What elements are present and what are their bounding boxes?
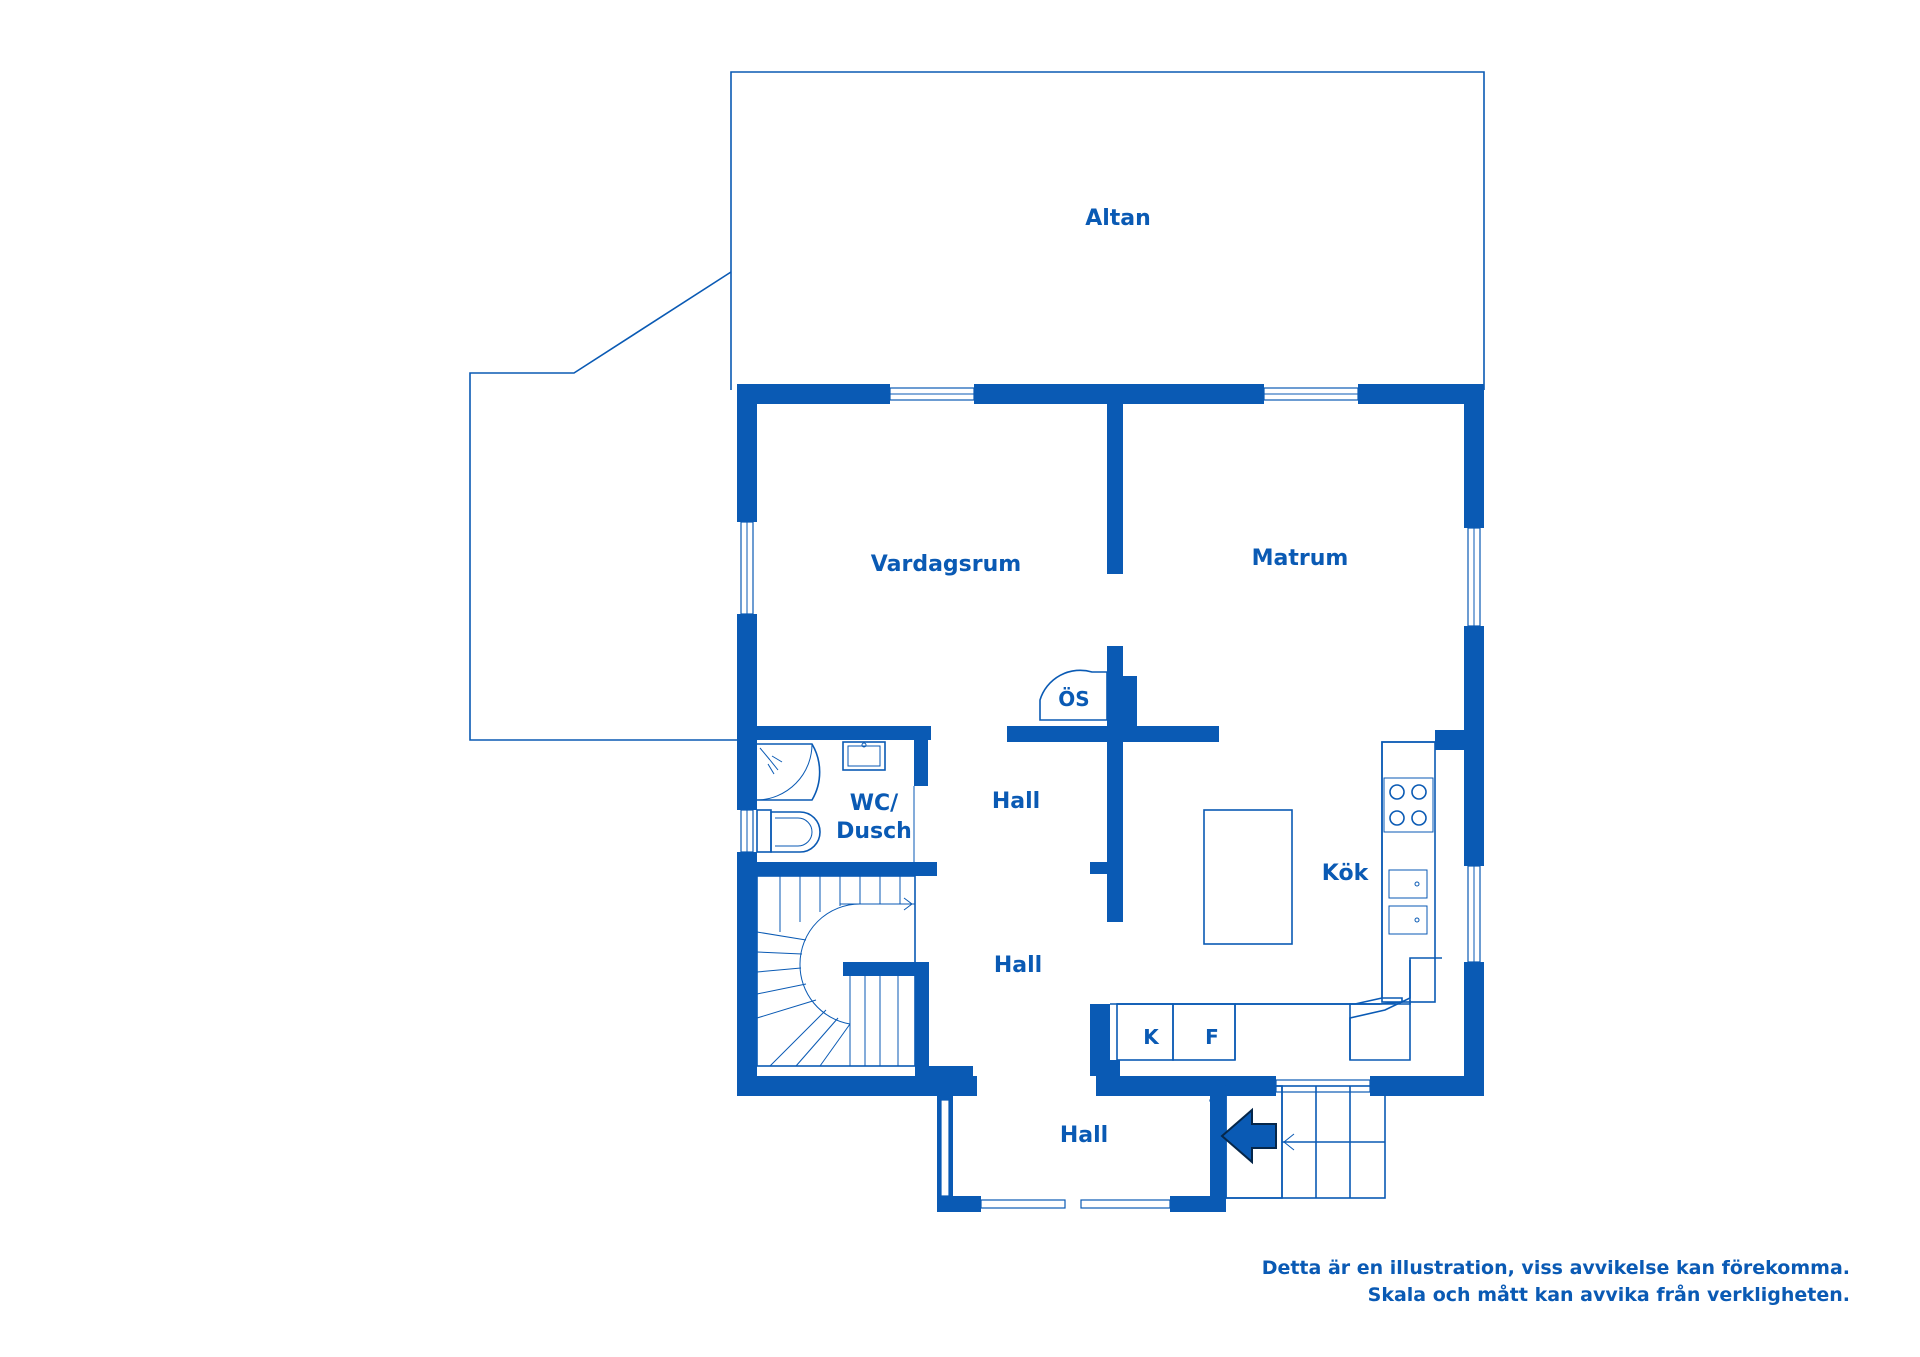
entrance-steps: [1225, 1085, 1386, 1199]
bathroom-fixtures: [756, 741, 915, 862]
staircase: [756, 875, 916, 1067]
room-label-hall-middle: Hall: [994, 953, 1042, 978]
terrace-angled-edge: [469, 271, 740, 741]
label-freezer-k: K: [1143, 1025, 1160, 1049]
kitchen-island: [1203, 809, 1293, 945]
kitchen: [1110, 741, 1436, 1061]
label-fridge-f: F: [1205, 1025, 1219, 1049]
entrance-arrow-icon: [1220, 1107, 1277, 1165]
interior-walls: [757, 404, 1219, 1080]
disclaimer: Detta är en illustration, viss avvikelse…: [1262, 1255, 1850, 1309]
fridge-unit: [1172, 1003, 1236, 1061]
windows: [740, 387, 1481, 1209]
disclaimer-line-1: Detta är en illustration, viss avvikelse…: [1261, 1257, 1850, 1279]
disclaimer-line-2: Skala och mått kan avvika från verklighe…: [1367, 1284, 1850, 1306]
shower-icon: [759, 747, 783, 775]
room-label-os: ÖS: [1058, 687, 1089, 711]
room-label-hall-entry: Hall: [1060, 1123, 1108, 1148]
room-label-hall-upper: Hall: [992, 789, 1040, 814]
kitchen-sink-icon: [1388, 869, 1428, 935]
room-label-matrum: Matrum: [1252, 546, 1349, 571]
terrace-outline: [730, 71, 1485, 390]
sink-icon: [842, 741, 886, 771]
cooktop-icon: [1383, 777, 1434, 833]
room-label-wc-line2: Dusch: [836, 819, 912, 844]
room-label-kok: Kök: [1322, 861, 1370, 886]
os-door-swing: [1039, 669, 1108, 721]
toilet-icon: [756, 809, 821, 853]
room-label-vardagsrum: Vardagsrum: [871, 552, 1021, 577]
room-label-altan: Altan: [1085, 206, 1151, 231]
room-label-wc-line1: WC/: [850, 791, 899, 816]
